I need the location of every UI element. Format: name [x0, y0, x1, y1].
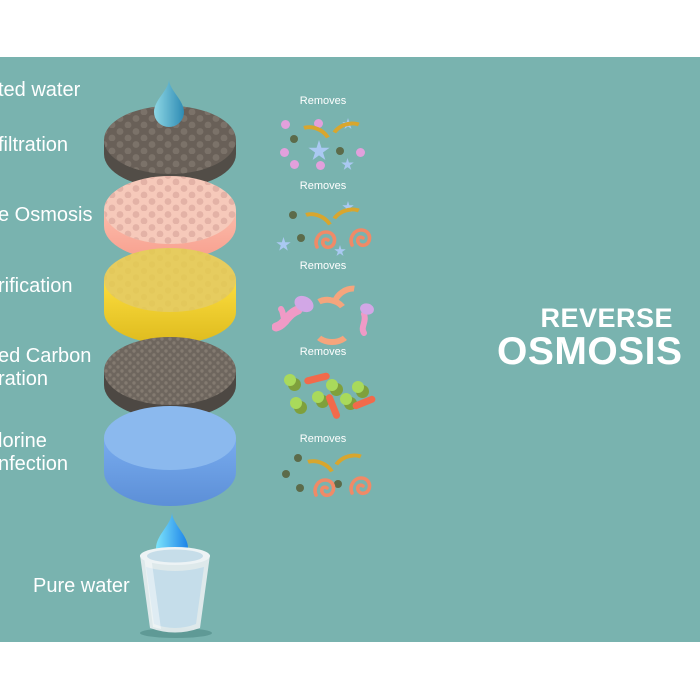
removes-row-2: Removes: [268, 179, 378, 257]
violet-dot-icon: [281, 120, 290, 129]
water-drop-top-icon: [151, 78, 187, 133]
blue-star-icon: [276, 237, 291, 251]
particle-cluster-sediment: [268, 110, 378, 172]
title-reverse: REVERSE: [540, 303, 673, 333]
filter-disc-pink: [100, 172, 240, 271]
violet-dot-icon: [314, 119, 323, 128]
particle-cluster-microbes: [268, 361, 378, 423]
stage-label-chlorine: lorine nfection: [0, 430, 68, 476]
salmon-spiral-icon: [348, 474, 372, 503]
olive-dot-icon: [334, 480, 342, 488]
removes-label: Removes: [299, 433, 347, 445]
stage-label-osmosis: e Osmosis: [0, 204, 92, 227]
filter-disc-dark-2: [100, 333, 240, 434]
olive-dot-icon: [290, 135, 298, 143]
removes-row-3: Removes: [268, 259, 378, 345]
water-glass-icon: [134, 544, 216, 645]
stage-label-text: rification: [0, 275, 73, 297]
stage-label-carbon: ed Carbon ration: [0, 345, 91, 391]
stage-label-text-line2: ration: [0, 368, 49, 390]
salmon-spiral-icon: [312, 476, 336, 505]
stage-label-text-line2: nfection: [0, 453, 69, 475]
yellow-strand-icon: [290, 119, 336, 161]
green-cell-icon: [326, 379, 343, 396]
removes-label: Removes: [299, 95, 347, 107]
olive-dot-icon: [296, 484, 304, 492]
olive-dot-icon: [294, 454, 302, 462]
violet-dot-icon: [290, 160, 299, 169]
particle-cluster-bacteria: [268, 275, 378, 345]
removes-label: Removes: [299, 180, 347, 192]
stage-label-contaminated-water: ted water: [0, 79, 80, 102]
stage-label-text: ed Carbon: [0, 345, 92, 367]
pink-germ-icon: [356, 301, 378, 342]
green-cell-icon: [290, 397, 307, 414]
pure-water-label: Pure water: [33, 575, 130, 598]
title-osmosis: OSMOSIS: [497, 330, 683, 373]
stage-label-text: filtration: [0, 134, 69, 156]
stage-label-purification: rification: [0, 275, 72, 298]
violet-dot-icon: [356, 148, 365, 157]
removes-label: Removes: [299, 260, 347, 272]
particle-cluster-chemicals: [268, 195, 378, 257]
olive-dot-icon: [297, 234, 305, 242]
removes-row-1: Removes: [268, 94, 378, 172]
blue-star-icon: [341, 158, 354, 170]
violet-dot-icon: [316, 161, 325, 170]
olive-dot-icon: [282, 470, 290, 478]
filter-disc-dark-1: [100, 102, 240, 201]
stage-label-text: lorine: [0, 430, 47, 452]
blue-star-icon: [342, 201, 354, 212]
pink-germ-icon: [271, 293, 318, 338]
stage-label-filtration: filtration: [0, 134, 68, 157]
olive-dot-icon: [289, 211, 297, 219]
particle-cluster-chlorine: [268, 448, 378, 510]
pure-water-text: Pure water: [33, 575, 130, 597]
stage-label-text: ted water: [0, 79, 81, 101]
removes-row-5: Removes: [268, 432, 378, 510]
stage-label-text: e Osmosis: [0, 204, 93, 226]
green-cell-icon: [352, 381, 369, 398]
violet-dot-icon: [280, 148, 289, 157]
blue-star-icon: [334, 245, 346, 256]
yellow-strand-icon: [326, 116, 372, 156]
blue-star-icon: [342, 118, 354, 129]
removes-label: Removes: [299, 346, 347, 358]
filter-disc-yellow: [100, 248, 240, 351]
salmon-spiral-icon: [313, 228, 337, 257]
olive-dot-icon: [336, 147, 344, 155]
green-cell-icon: [284, 374, 301, 391]
salmon-rod-icon: [312, 315, 352, 345]
filter-disc-blue: [100, 406, 240, 512]
salmon-spiral-icon: [348, 226, 372, 255]
removes-row-4: Removes: [268, 345, 378, 423]
